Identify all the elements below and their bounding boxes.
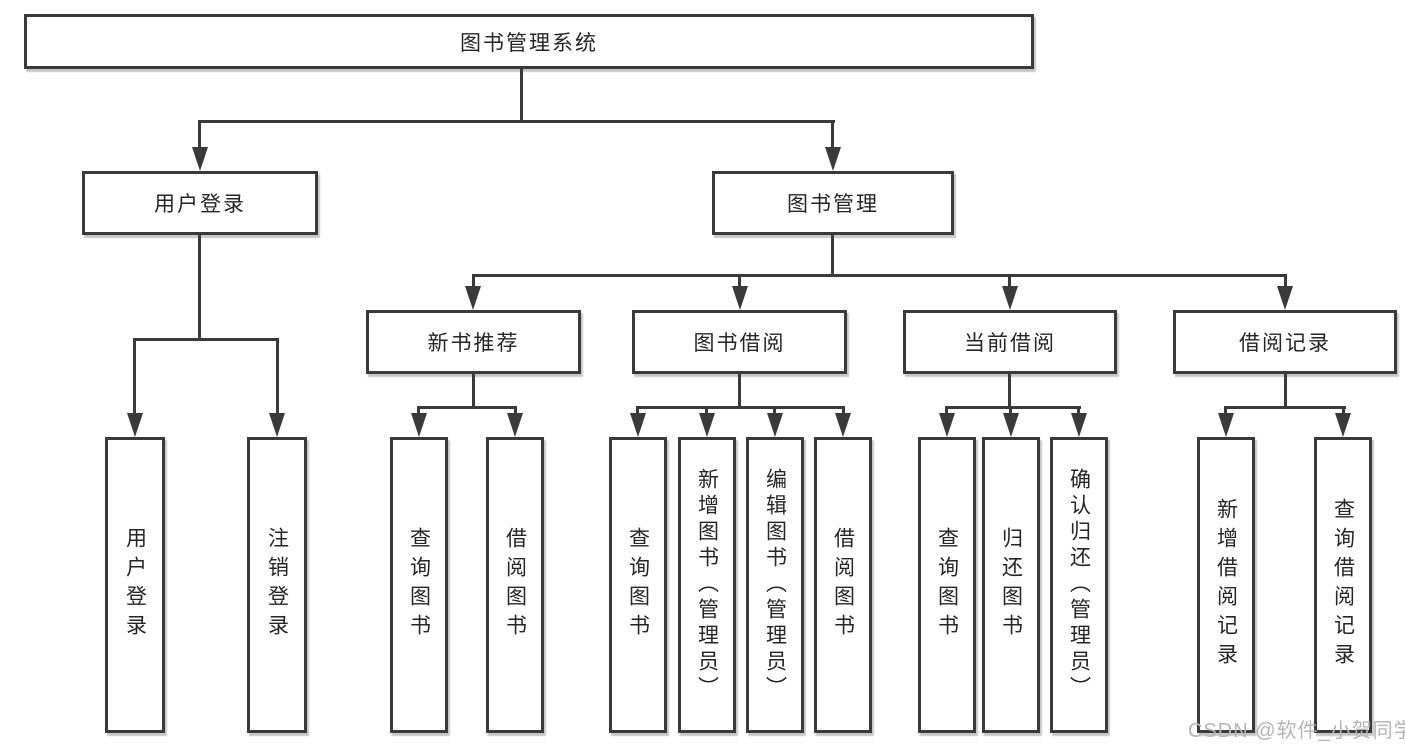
connector-line (133, 338, 279, 341)
connector-line (1077, 406, 1080, 416)
arrow-down-icon (1277, 286, 1293, 310)
node-label: 用户登录 (123, 527, 147, 643)
arrow-down-icon (1335, 413, 1351, 437)
arrow-down-icon (127, 413, 143, 437)
leaf-user-login: 用户登录 (105, 437, 165, 733)
arrow-down-icon (465, 286, 481, 310)
leaf-current-return: 归还图书 (982, 437, 1040, 733)
node-label: 新增图书（管理员） (695, 468, 719, 702)
connector-line (1008, 274, 1011, 289)
arrow-down-icon (1002, 286, 1018, 310)
connector-line (417, 406, 517, 409)
node-label: 图书管理 (787, 193, 879, 216)
connector-line (198, 235, 201, 340)
arrow-down-icon (939, 413, 955, 437)
leaf-borrow-edit-admin: 编辑图书（管理员） (746, 437, 804, 733)
connector-line (945, 406, 1081, 409)
arrow-down-icon (630, 413, 646, 437)
connector-line (945, 406, 948, 416)
connector-line (831, 120, 834, 150)
arrow-down-icon (732, 286, 748, 310)
connector-line (198, 120, 201, 150)
connector-line (520, 69, 523, 120)
leaf-newbook-query: 查询图书 (390, 437, 448, 733)
connector-line (738, 374, 741, 408)
arrow-down-icon (1003, 413, 1019, 437)
node-label: 查询图书 (407, 527, 431, 643)
node-label: 归还图书 (999, 527, 1023, 643)
node-new-book: 新书推荐 (366, 310, 581, 374)
node-user-login: 用户登录 (82, 171, 318, 235)
arrow-down-icon (1071, 413, 1087, 437)
node-root: 图书管理系统 (24, 14, 1034, 69)
connector-line (1342, 406, 1345, 416)
node-label: 新增借阅记录 (1214, 498, 1238, 672)
connector-line (1224, 406, 1227, 416)
connector-line (198, 120, 835, 123)
node-label: 注销登录 (265, 527, 289, 643)
node-label: 借阅记录 (1239, 332, 1331, 355)
arrow-down-icon (269, 413, 285, 437)
connector-line (705, 406, 708, 416)
arrow-down-icon (835, 413, 851, 437)
node-label: 当前借阅 (964, 332, 1056, 355)
connector-line (514, 406, 517, 416)
connector-line (1284, 274, 1287, 289)
arrow-down-icon (507, 413, 523, 437)
node-label: 查询图书 (935, 527, 959, 643)
leaf-current-confirm-admin: 确认归还（管理员） (1050, 437, 1108, 733)
arrow-down-icon (825, 147, 841, 171)
node-label: 借阅图书 (831, 527, 855, 643)
node-borrow-records: 借阅记录 (1173, 310, 1397, 374)
connector-line (1284, 374, 1287, 408)
connector-line (773, 406, 776, 416)
connector-line (472, 374, 475, 408)
leaf-logout: 注销登录 (247, 437, 307, 733)
arrow-down-icon (192, 147, 208, 171)
connector-line (133, 338, 136, 416)
node-label: 查询图书 (626, 527, 650, 643)
leaf-borrow-query: 查询图书 (609, 437, 667, 733)
connector-line (472, 274, 475, 289)
connector-line (1224, 406, 1346, 409)
leaf-current-query: 查询图书 (918, 437, 976, 733)
connector-line (636, 406, 639, 416)
arrow-down-icon (767, 413, 783, 437)
arrow-down-icon (699, 413, 715, 437)
node-label: 确认归还（管理员） (1067, 468, 1091, 702)
leaf-borrow-add-admin: 新增图书（管理员） (678, 437, 736, 733)
leaf-borrow-borrow: 借阅图书 (814, 437, 872, 733)
node-label: 查询借阅记录 (1331, 498, 1355, 672)
connector-line (276, 338, 279, 416)
node-label: 图书管理系统 (460, 31, 598, 55)
connector-line (636, 406, 845, 409)
connector-line (831, 235, 834, 276)
node-book-mgmt: 图书管理 (712, 171, 954, 235)
node-label: 新书推荐 (427, 332, 520, 355)
connector-line (472, 274, 1287, 277)
connector-line (417, 406, 420, 416)
leaf-records-add: 新增借阅记录 (1197, 437, 1255, 733)
node-current-borrow: 当前借阅 (903, 310, 1117, 374)
node-book-borrow: 图书借阅 (632, 310, 847, 374)
connector-line (1009, 406, 1012, 416)
connector-line (842, 406, 845, 416)
connector-line (1008, 374, 1011, 408)
node-label: 图书借阅 (693, 332, 786, 355)
arrow-down-icon (1218, 413, 1234, 437)
watermark: CSDN @软件_小贺同学 (1188, 720, 1405, 742)
arrow-down-icon (411, 413, 427, 437)
node-label: 编辑图书（管理员） (763, 468, 787, 702)
connector-line (738, 274, 741, 289)
node-label: 用户登录 (154, 193, 246, 216)
leaf-records-query: 查询借阅记录 (1314, 437, 1372, 733)
node-label: 借阅图书 (503, 527, 527, 643)
leaf-newbook-borrow: 借阅图书 (486, 437, 544, 733)
